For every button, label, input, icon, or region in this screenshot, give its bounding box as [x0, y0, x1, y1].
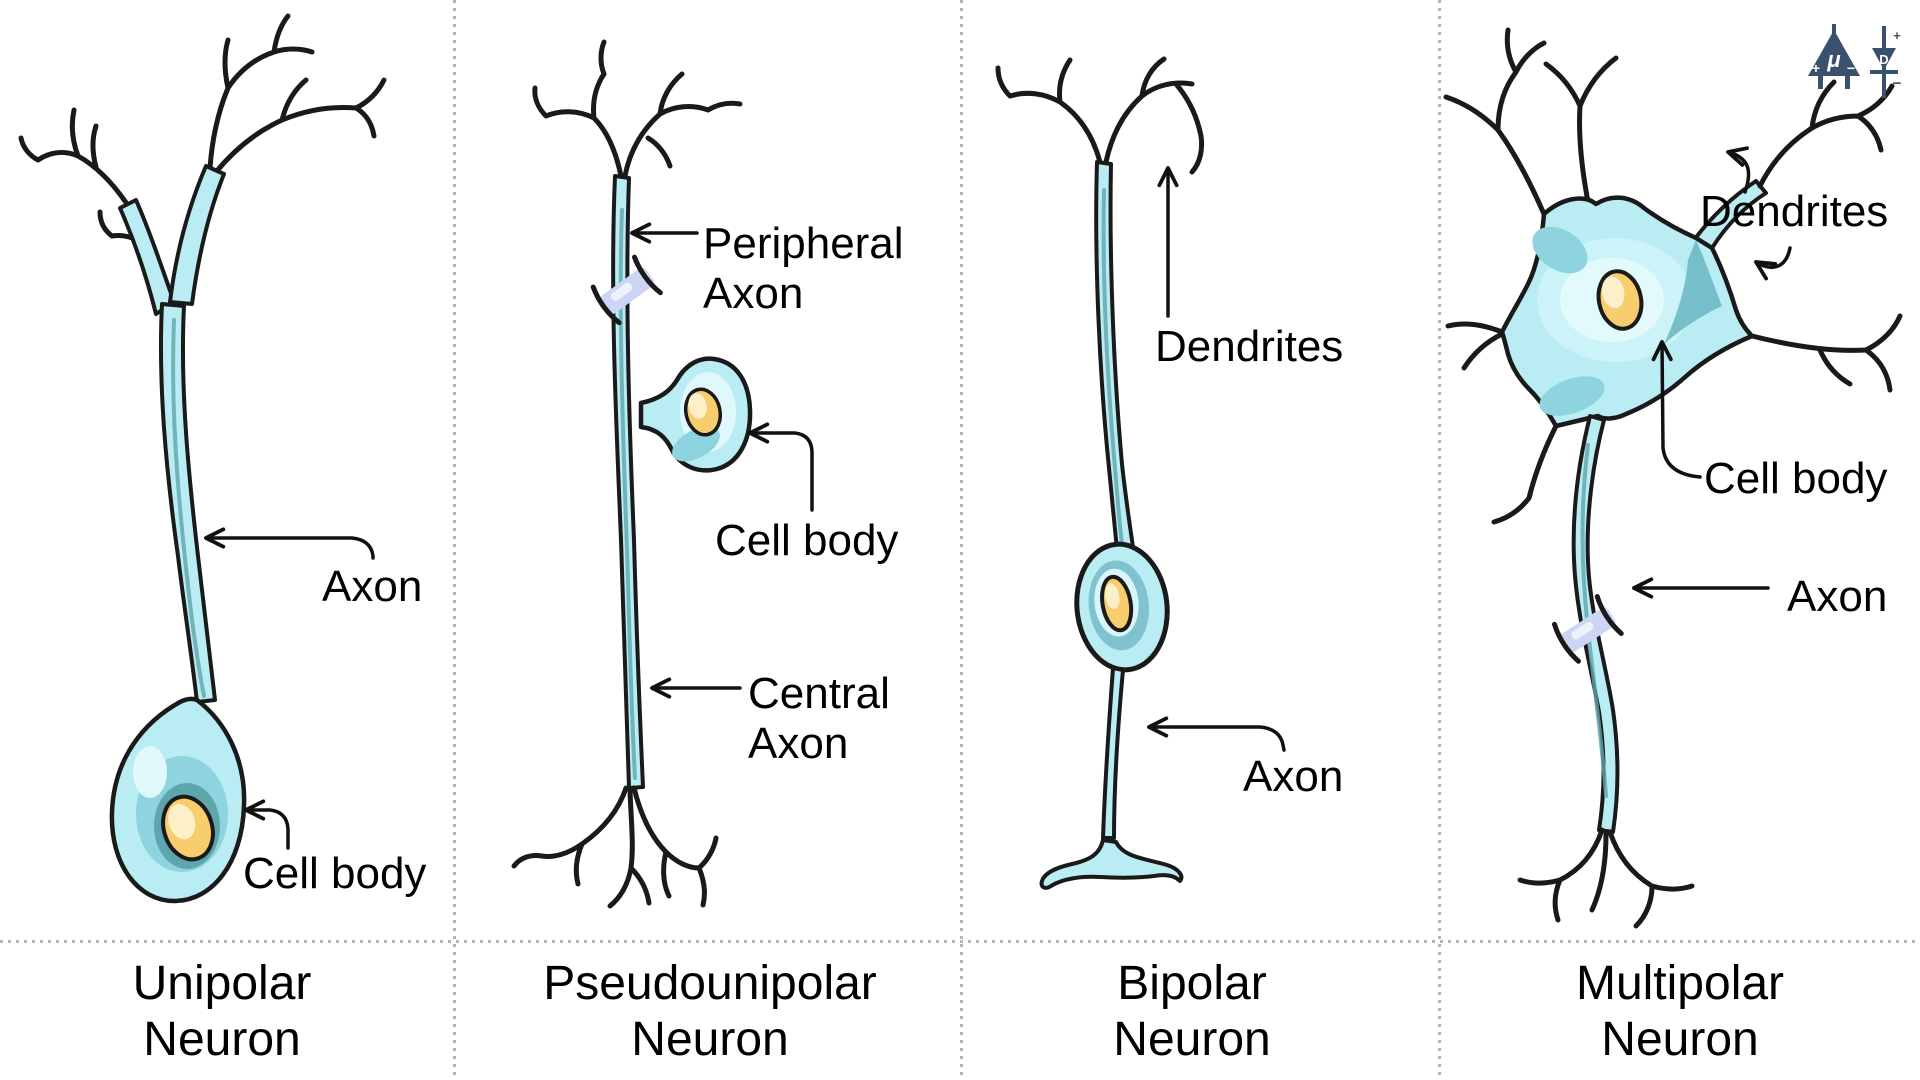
- pseudounipolar-dendrites: [532, 39, 743, 179]
- title-unipolar-neuron: Unipolar Neuron: [22, 956, 422, 1068]
- brand-logo: + − μ D + −: [1808, 24, 1902, 98]
- unipolar-dendrites: [18, 13, 387, 316]
- label-multipolar-dendrites: Dendrites: [1700, 187, 1889, 236]
- title-bipolar-line1: Bipolar: [1117, 957, 1267, 1010]
- diode-symbol-icon: D + −: [1870, 26, 1902, 98]
- title-unipolar-line2: Neuron: [143, 1013, 301, 1066]
- multipolar-dendrites-arrow-upper: [1726, 146, 1751, 194]
- diode-minus-sign: −: [1893, 75, 1902, 92]
- bipolar-axon: [1039, 666, 1184, 890]
- pseudounipolar-cell-body-arrow: [748, 422, 814, 512]
- label-bipolar-axon: Axon: [1243, 752, 1344, 801]
- bipolar-neuron-illustration: [995, 56, 1286, 890]
- unipolar-neuron-illustration: [18, 13, 387, 904]
- label-peripheral-axon-line1: Peripheral: [703, 219, 904, 268]
- label-multipolar-axon: Axon: [1787, 572, 1888, 621]
- pseudounipolar-neuron-illustration: [511, 39, 814, 909]
- multipolar-cell-body-arrow: [1651, 340, 1702, 479]
- column-divider-2: [960, 0, 963, 1080]
- unipolar-cell-body: [109, 696, 247, 904]
- label-multipolar-cell-body: Cell body: [1704, 454, 1888, 503]
- title-bipolar-neuron: Bipolar Neuron: [992, 956, 1392, 1068]
- label-peripheral-axon: Peripheral Axon: [703, 219, 904, 319]
- bipolar-cell-body: [1074, 541, 1170, 673]
- multipolar-neuron-illustration: [1443, 27, 1903, 929]
- myelin-gap-mark: [1552, 594, 1624, 664]
- diode-d-letter: D: [1879, 52, 1888, 67]
- title-pseudounipolar-neuron: Pseudounipolar Neuron: [510, 956, 910, 1068]
- title-unipolar-line1: Unipolar: [132, 957, 312, 1010]
- bipolar-axon-terminal-foot: [1039, 838, 1184, 890]
- pseudounipolar-cell-body: [638, 356, 753, 473]
- opamp-symbol-icon: + − μ: [1808, 24, 1860, 89]
- title-multipolar-neuron: Multipolar Neuron: [1480, 956, 1880, 1068]
- title-pseudounipolar-line1: Pseudounipolar: [543, 957, 877, 1010]
- unipolar-nucleus: [161, 794, 215, 862]
- multipolar-dendrites-arrow-lower: [1754, 246, 1792, 281]
- unipolar-axon: [158, 302, 217, 704]
- multipolar-nucleus: [1596, 269, 1644, 331]
- unipolar-cell-body-arrow: [244, 799, 290, 850]
- diode-plus-sign: +: [1893, 28, 1901, 43]
- bipolar-dendrites: [995, 56, 1205, 552]
- pseudounipolar-nucleus: [683, 387, 723, 437]
- column-divider-1: [453, 0, 456, 1080]
- label-central-axon: Central Axon: [748, 669, 890, 769]
- title-multipolar-line2: Neuron: [1601, 1013, 1759, 1066]
- myelin-gap-mark: [590, 254, 663, 326]
- title-pseudounipolar-line2: Neuron: [631, 1013, 789, 1066]
- bipolar-nucleus: [1100, 574, 1134, 633]
- opamp-plus-sign: +: [1812, 60, 1820, 76]
- multipolar-axon-terminals: [1517, 827, 1695, 929]
- opamp-mu-letter: μ: [1826, 47, 1840, 72]
- title-multipolar-line1: Multipolar: [1575, 957, 1785, 1010]
- title-bipolar-line2: Neuron: [1113, 1013, 1271, 1066]
- opamp-minus-sign: −: [1847, 60, 1855, 76]
- label-pseudounipolar-cell-body: Cell body: [715, 516, 899, 565]
- unipolar-axon-arrow: [204, 527, 375, 560]
- label-peripheral-axon-line2: Axon: [703, 269, 804, 318]
- label-central-axon-line1: Central: [748, 669, 890, 718]
- label-central-axon-line2: Axon: [748, 719, 849, 768]
- label-unipolar-axon: Axon: [322, 562, 423, 611]
- multipolar-cell-body: [1499, 195, 1755, 429]
- pseudounipolar-axon-terminals: [511, 785, 719, 909]
- label-unipolar-cell-body: Cell body: [243, 849, 427, 898]
- title-divider-line: [0, 940, 1920, 943]
- bipolar-axon-arrow: [1147, 716, 1286, 752]
- multipolar-dendrites: [1443, 27, 1903, 525]
- column-divider-3: [1438, 0, 1441, 1080]
- label-bipolar-dendrites: Dendrites: [1155, 322, 1344, 371]
